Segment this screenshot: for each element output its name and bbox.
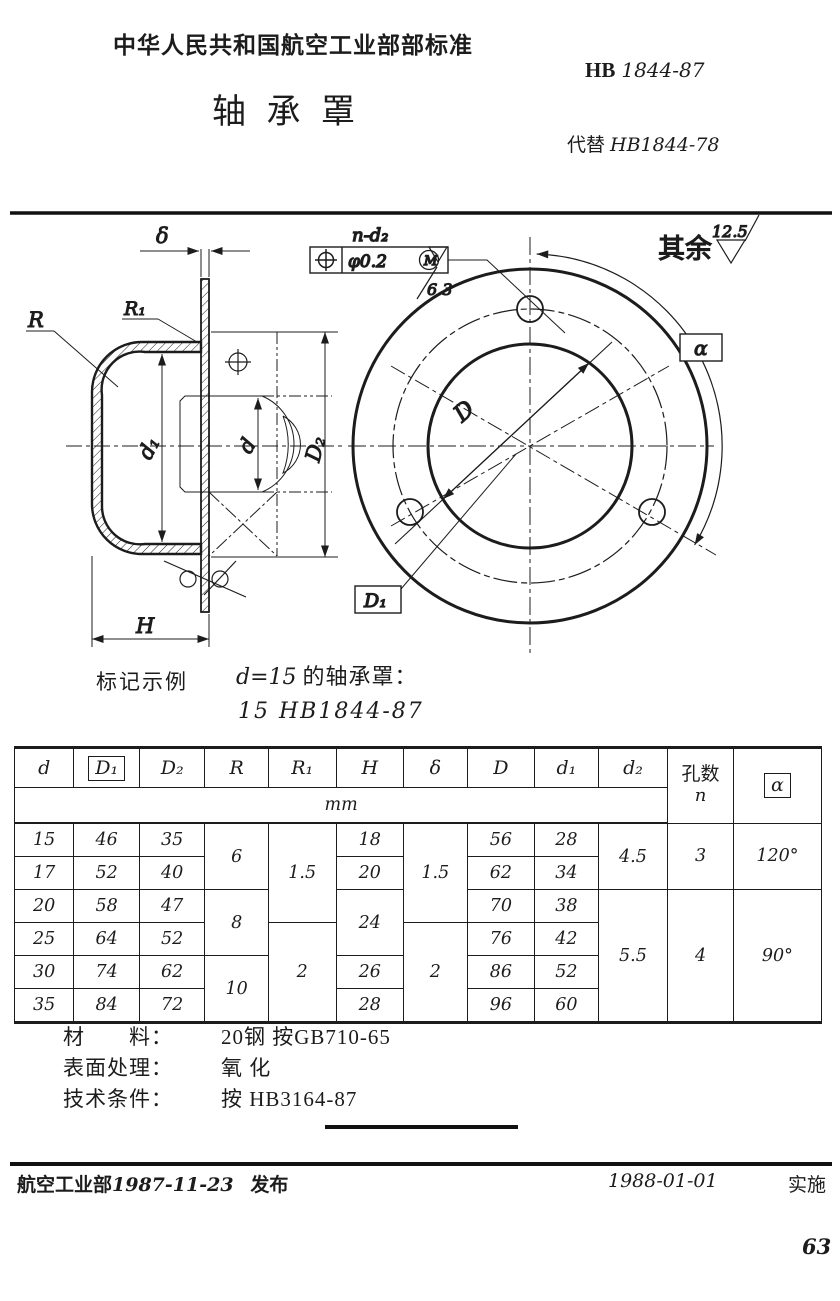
col-D: D xyxy=(466,747,536,788)
note-surface: 表面处理：氧 化 xyxy=(63,1056,272,1080)
col-D2: D₂ xyxy=(138,747,206,788)
D1-label: D₁ xyxy=(363,590,387,612)
R1-label: R₁ xyxy=(123,298,146,320)
flange-section xyxy=(200,278,210,613)
d1-dimension: d₁ xyxy=(133,354,166,542)
col-d: d xyxy=(13,747,75,788)
delta-dimension: δ xyxy=(140,224,250,277)
note-tech: 技术条件：按 HB3164-87 xyxy=(63,1087,358,1111)
col-hole-count: 孔数 n xyxy=(667,747,734,824)
D-label: D xyxy=(448,396,480,428)
fcf-tolerance: φ0.2 xyxy=(348,252,387,272)
notes-block: 材 料：20钢 按GB710-65 表面处理：氧 化 技术条件：按 HB3164… xyxy=(63,1022,391,1115)
page-title: 轴 承 罩 xyxy=(212,94,361,131)
col-R1: R₁ xyxy=(267,747,337,788)
H-dimension: H xyxy=(91,556,210,647)
d-dimension: d xyxy=(233,398,262,490)
standard-code-prefix: HB xyxy=(585,58,616,82)
col-D1: D₁ xyxy=(73,747,140,788)
feature-control-frame: n-d₂ φ0.2 M xyxy=(309,224,566,334)
example-label: 标记示例 xyxy=(96,670,188,694)
D2-label: D₂ xyxy=(300,434,330,466)
H-label: H xyxy=(135,614,155,638)
col-d2: d₂ xyxy=(597,747,669,788)
col-H: H xyxy=(335,747,405,788)
col-alpha: α xyxy=(732,747,823,824)
footer-effective: 1988-01-01 实施 xyxy=(608,1170,826,1196)
supersede-number: HB1844-78 xyxy=(610,134,720,156)
short-separator xyxy=(325,1125,518,1129)
alpha-label: α xyxy=(694,336,708,360)
col-d1: d₁ xyxy=(534,747,599,788)
col-delta: δ xyxy=(403,747,468,788)
surface-rest-value: 12.5 xyxy=(712,222,748,241)
unit-cell: mm xyxy=(13,787,669,824)
front-view: D α D₁ n-d₂ xyxy=(309,214,760,655)
example-line1-symbol: d=15 xyxy=(236,665,297,690)
outer-circle xyxy=(351,267,709,625)
col-R: R xyxy=(204,747,269,788)
roughness-leader-value: 6.3 xyxy=(427,280,452,299)
standard-code-number: 1844-87 xyxy=(621,58,705,82)
section-view: δ R R₁ d₁ xyxy=(26,224,345,647)
footer-issue: 航空工业部1987-11-23 发布 xyxy=(17,1174,289,1196)
table-header-row: d D₁ D₂ R R₁ H δ D d₁ d₂ 孔数 n α xyxy=(13,747,823,824)
fcf-modifier: M xyxy=(423,254,438,269)
roughness-6-3: 6.3 xyxy=(416,246,453,300)
radius-R-leader: R xyxy=(26,308,119,388)
technical-drawing: δ R R₁ d₁ xyxy=(10,211,832,655)
supersede-label: 代替 xyxy=(567,135,606,156)
hole-left xyxy=(396,498,424,526)
surface-rest-note: 其余 12.5 xyxy=(657,214,760,265)
example-line2: 15 HB1844-87 xyxy=(238,699,424,724)
standard-org-title: 中华人民共和国航空工业部部标准 xyxy=(113,33,473,58)
datum-target-icon xyxy=(225,349,251,375)
d-label: d xyxy=(234,434,262,458)
delta-label: δ xyxy=(156,224,169,248)
page-number: 63 xyxy=(802,1234,832,1259)
table-unit-row: mm xyxy=(13,787,822,824)
d1-label: d₁ xyxy=(133,433,164,464)
fcf-holes-note: n-d₂ xyxy=(352,225,388,246)
example-line1-text: 的轴承罩： xyxy=(302,664,418,689)
mmc-modifier-icon xyxy=(418,249,440,271)
surface-rest-label: 其余 xyxy=(658,234,712,264)
position-tolerance-icon xyxy=(315,249,337,271)
weld-symbol xyxy=(163,560,247,598)
footer-rule xyxy=(10,1162,832,1166)
radius-R1-leader: R₁ xyxy=(122,298,198,343)
bearing-phantom xyxy=(179,332,332,557)
D1-callout: D₁ xyxy=(354,453,517,614)
note-material: 材 料：20钢 按GB710-65 xyxy=(63,1025,391,1049)
R-label: R xyxy=(27,308,44,332)
alpha-dimension: α xyxy=(536,250,723,546)
